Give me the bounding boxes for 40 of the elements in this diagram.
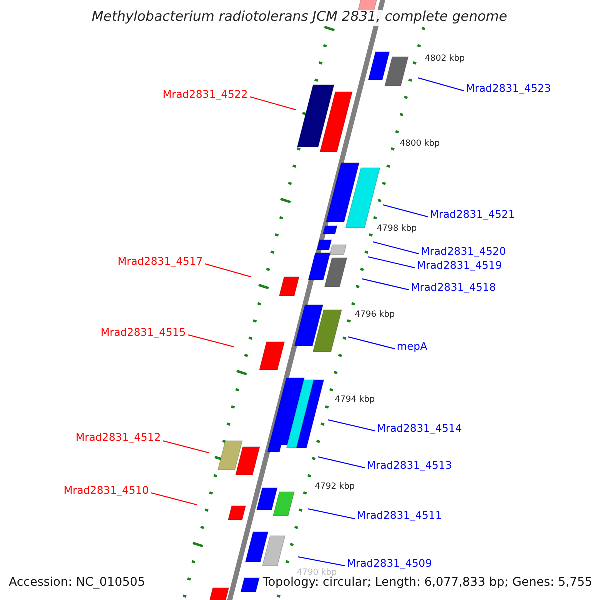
scale-label: 4792 kbp [315, 483, 356, 492]
scale-label: 4794 kbp [335, 396, 376, 404]
gene-label: Mrad2831_4511 [357, 511, 442, 522]
gene-label: Mrad2831_4512 [76, 433, 161, 444]
scale-label: 4798 kbp [377, 225, 418, 234]
leader-line [298, 556, 346, 566]
leader-line [188, 334, 234, 348]
gene-label: mepA [397, 342, 428, 352]
genome-info-note: Topology: circular; Length: 6,077,833 bp; Genes: 5,755 [263, 576, 593, 588]
leader-line [162, 440, 210, 454]
scale-label: 4790 kbp [297, 569, 338, 578]
title: Methylobacterium radiotolerans JCM 2831, complete genome [92, 10, 508, 26]
leader-line [328, 420, 376, 432]
gene-label: Mrad2831_4517 [118, 257, 203, 268]
gene-label: Mrad2831_4521 [430, 210, 516, 220]
gene-label: Mrad2831_4523 [466, 84, 552, 94]
accession-note: Accession: NC_010505 [9, 576, 146, 588]
gene-label: Mrad2831_4522 [162, 90, 248, 100]
leader-line [204, 264, 252, 278]
leader-line [308, 508, 356, 520]
gene-label: Mrad2831_4518 [411, 283, 496, 294]
scale-label: 4802 kbp [425, 55, 466, 64]
leader-line [382, 204, 428, 218]
leader-line [348, 336, 396, 350]
leader-line [368, 256, 416, 268]
leader-line [250, 96, 296, 110]
scale-label: 4796 kbp [355, 311, 396, 320]
gene-label: Mrad2831_4514 [377, 424, 462, 434]
gene-label: Mrad2831_4515 [100, 328, 186, 338]
gene-label: Mrad2831_4519 [417, 261, 502, 272]
gene-label: Mrad2831_4513 [367, 461, 452, 472]
leader-line [418, 78, 464, 92]
gene-label: Mrad2831_4520 [421, 247, 506, 258]
scale-label: 4800 kbp [400, 140, 440, 148]
leader-line [372, 242, 420, 254]
leader-line [150, 492, 198, 506]
gene-label: Mrad2831_4509 [347, 559, 432, 570]
leader-line [362, 278, 410, 290]
leader-line [318, 456, 366, 468]
gene-label: Mrad2831_4510 [64, 486, 149, 496]
